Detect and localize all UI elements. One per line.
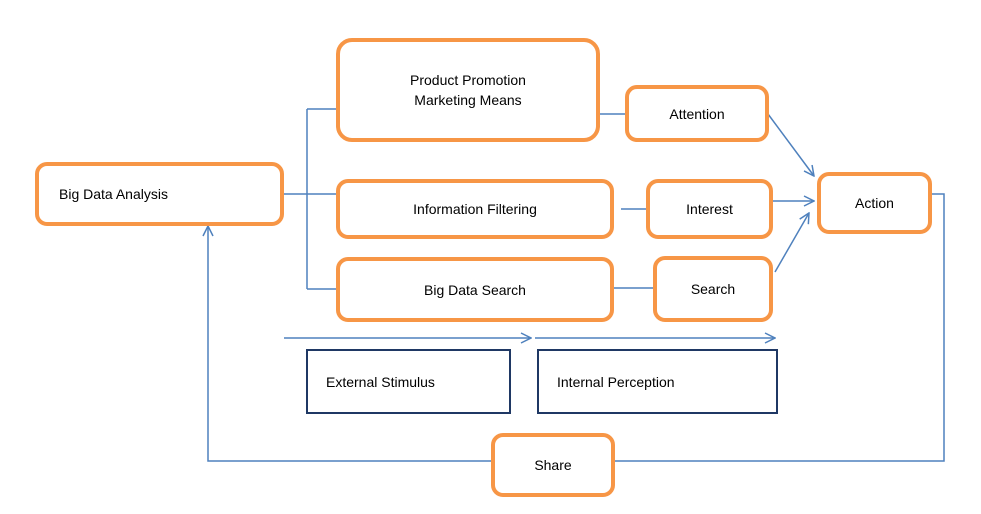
arrow-attention-action (767, 113, 814, 176)
internal-perception-label: Internal Perception (557, 373, 675, 390)
search-node: Search (653, 256, 773, 322)
share-node: Share (491, 433, 615, 497)
big-data-search-label: Big Data Search (424, 281, 526, 298)
internal-perception-box: Internal Perception (537, 349, 778, 414)
share-label: Share (534, 457, 572, 473)
arrow-share-analysis (208, 226, 493, 462)
connector-action-share (614, 193, 945, 462)
interest-label: Interest (686, 201, 733, 217)
product-promotion-node: Product Promotion Marketing Means (336, 38, 600, 142)
arrow-search-action (774, 213, 809, 273)
big-data-analysis-node: Big Data Analysis (35, 162, 284, 226)
action-node: Action (817, 172, 932, 234)
external-stimulus-box: External Stimulus (306, 349, 511, 414)
product-promotion-label: Product Promotion Marketing Means (410, 72, 526, 108)
search-label: Search (690, 281, 736, 297)
information-filtering-node: Information Filtering (336, 179, 614, 239)
big-data-analysis-label: Big Data Analysis (59, 186, 168, 202)
big-data-search-node: Big Data Search (336, 257, 614, 322)
interest-node: Interest (646, 179, 773, 239)
external-stimulus-label: External Stimulus (326, 373, 435, 390)
attention-node: Attention (625, 85, 769, 142)
attention-label: Attention (669, 105, 725, 122)
action-label: Action (855, 195, 894, 211)
information-filtering-label: Information Filtering (413, 201, 537, 217)
